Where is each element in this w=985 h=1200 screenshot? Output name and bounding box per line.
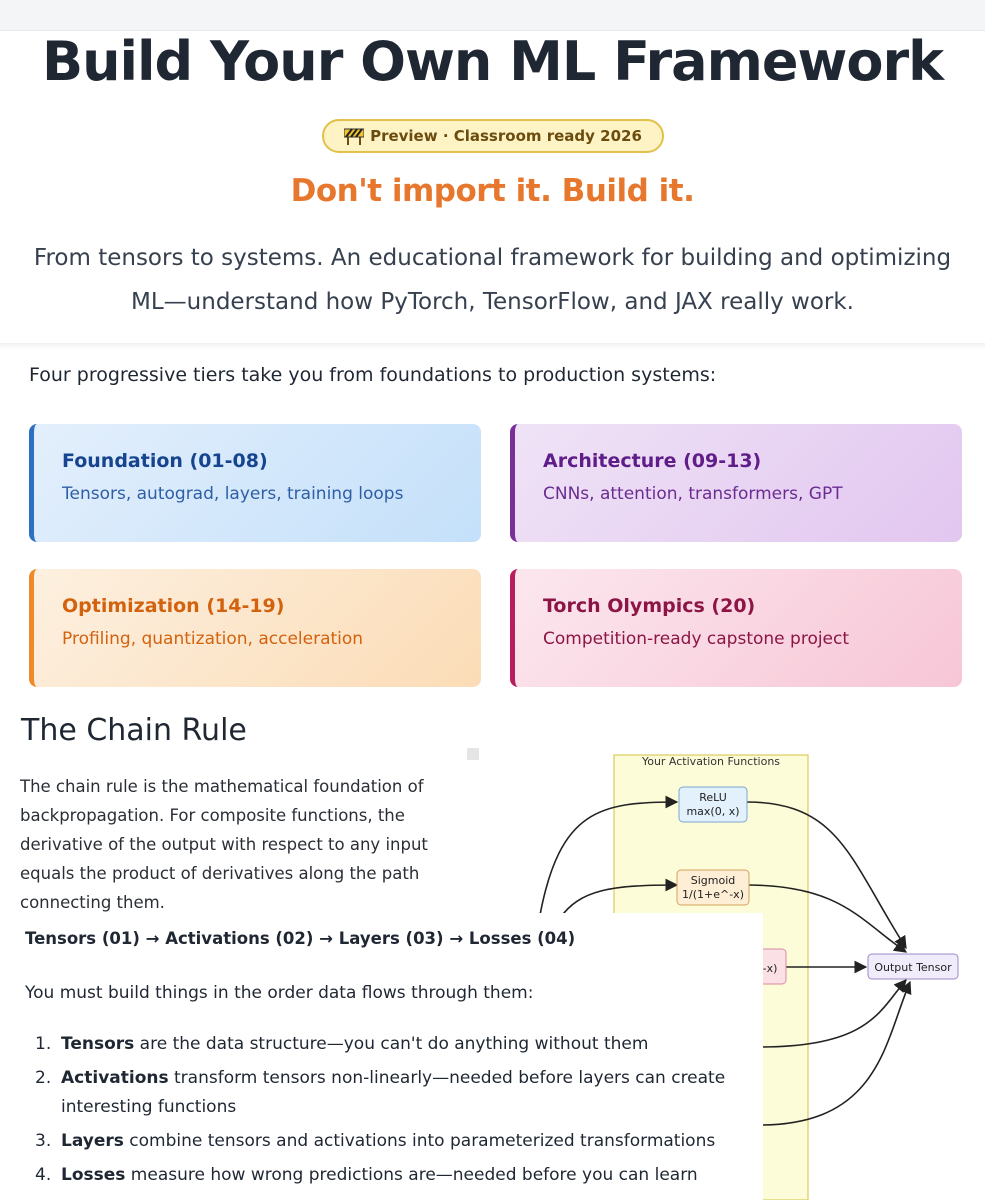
tiers-intro: Four progressive tiers take you from fou… [29, 364, 717, 386]
tier-description: Competition-ready capstone project [543, 629, 850, 649]
intro-text: From tensors to systems. An educational … [15, 236, 970, 324]
partial-label: -x) [763, 962, 778, 975]
sigmoid-name: Sigmoid [691, 874, 736, 887]
build-steps-list: 1. Tensors are the data structure—you ca… [35, 1030, 755, 1195]
tier-card-foundation: Foundation (01-08) Tensors, autograd, la… [29, 424, 481, 542]
tier-card-optimization: Optimization (14-19) Profiling, quantiza… [29, 569, 481, 687]
construction-icon [344, 128, 365, 145]
intro-line-1: From tensors to systems. An educational … [33, 245, 952, 271]
edge-in-relu [539, 795, 679, 916]
tier-title: Architecture (09-13) [543, 450, 762, 472]
badge-text: Preview · Classroom ready 2026 [370, 127, 642, 145]
image-placeholder [467, 748, 479, 760]
build-order-flow: Tensors (01) → Activations (02) → Layers… [25, 929, 576, 948]
edge-low-out-2 [759, 980, 912, 1126]
chain-rule-paragraph: The chain rule is the mathematical found… [20, 777, 428, 912]
preview-badge: Preview · Classroom ready 2026 [322, 119, 664, 153]
chain-rule-heading: The Chain Rule [21, 713, 247, 748]
tier-description: CNNs, attention, transformers, GPT [543, 484, 843, 504]
list-item: 1. Tensors are the data structure—you ca… [35, 1034, 649, 1054]
tier-title: Torch Olympics (20) [543, 595, 756, 617]
section-divider [0, 343, 985, 349]
sigmoid-formula: 1/(1+e^-x) [682, 888, 744, 901]
edge-in-sigmoid [559, 878, 679, 919]
tagline: Don't import it. Build it. [290, 173, 695, 209]
edge-low-out-1 [759, 979, 907, 1048]
relu-formula: max(0, x) [686, 805, 739, 818]
output-tensor-node [867, 953, 959, 980]
edge-sigmoid-out [745, 884, 908, 953]
tier-description: Profiling, quantization, acceleration [62, 629, 364, 649]
tier-card-architecture: Architecture (09-13) CNNs, attention, tr… [510, 424, 962, 542]
tier-card-torch-olympics: Torch Olympics (20) Competition-ready ca… [510, 569, 962, 687]
build-order-intro: You must build things in the order data … [25, 983, 534, 1003]
group-label: Your Activation Functions [641, 755, 780, 768]
edge-relu-out [745, 801, 907, 950]
tier-title: Foundation (01-08) [62, 450, 268, 472]
list-item: 3. Layers combine tensors and activation… [35, 1131, 716, 1151]
tier-description: Tensors, autograd, layers, training loop… [62, 484, 404, 504]
intro-line-2: ML—understand how PyTorch, TensorFlow, a… [131, 289, 854, 315]
tier-title: Optimization (14-19) [62, 595, 285, 617]
page-title: Build Your Own ML Framework [41, 30, 944, 93]
output-label: Output Tensor [874, 961, 952, 974]
sigmoid-node [676, 869, 750, 906]
build-order-panel [0, 913, 763, 1200]
list-item: 4. Losses measure how wrong predictions … [35, 1165, 698, 1185]
list-item: 2. Activations transform tensors non-lin… [35, 1068, 726, 1117]
browser-top-bar [0, 0, 985, 31]
relu-name: ReLU [699, 791, 727, 804]
relu-node [678, 786, 748, 823]
